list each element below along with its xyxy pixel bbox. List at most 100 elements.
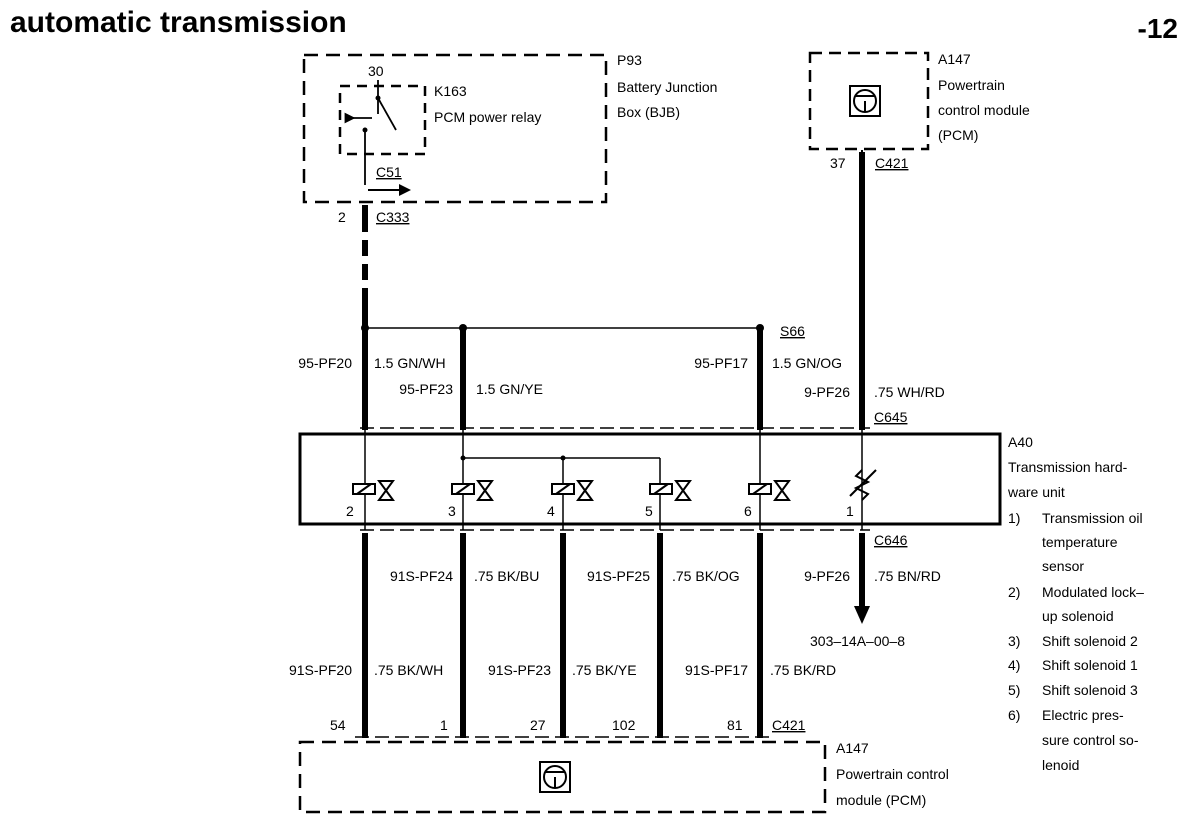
connector-c646: C646	[874, 532, 908, 548]
wire-spec-95-PF20: 1.5 GN/WH	[374, 355, 446, 371]
pcm-top-line3: (PCM)	[938, 127, 978, 143]
solenoid-pin5-icon	[649, 480, 692, 501]
wire-label-91S-PF24: 91S-PF24	[390, 568, 453, 584]
wire-spec-95-PF17: 1.5 GN/OG	[772, 355, 842, 371]
bjb-name-line2: Box (BJB)	[617, 104, 680, 120]
splice-node-1	[361, 324, 369, 332]
wire-spec-91S-PF17: .75 BK/RD	[770, 662, 836, 678]
relay-name: PCM power relay	[434, 109, 541, 125]
ground-arrow-icon	[854, 606, 870, 624]
pcm-top-pin: 37	[830, 155, 846, 171]
legend-num-5: 5)	[1008, 682, 1020, 698]
thu-box	[298, 432, 1002, 526]
wire-label-95-PF17: 95-PF17	[694, 355, 748, 371]
thu-bus-node-2	[560, 455, 566, 461]
thu-pin-3: 3	[448, 503, 456, 519]
wire-label-91S-PF20: 91S-PF20	[289, 662, 352, 678]
pcm-bottom-steering-icon	[539, 761, 571, 793]
legend-num-2: 2)	[1008, 584, 1020, 600]
pcm-top-box	[808, 51, 930, 151]
thu-ref: A40	[1008, 434, 1033, 450]
pcm-bottom-line1: Powertrain control	[836, 766, 949, 782]
page-number: -12	[1138, 13, 1178, 44]
page-title: automatic transmission	[10, 6, 347, 39]
solenoid-pin3-icon	[451, 480, 494, 501]
thu-pin-5: 5	[645, 503, 653, 519]
legend-4-line1: Shift solenoid 1	[1042, 657, 1138, 673]
pcm-bottom-box	[298, 740, 827, 814]
wire-spec-91S-PF25: .75 BK/OG	[672, 568, 740, 584]
legend-2-line1: Modulated lock–	[1042, 584, 1144, 600]
relay-contact-lower	[362, 127, 368, 133]
legend-2-line2: up solenoid	[1042, 608, 1114, 624]
pcm-top-steering-icon	[849, 85, 881, 117]
thu-line2: ware unit	[1007, 484, 1065, 500]
legend-3-line1: Shift solenoid 2	[1042, 633, 1138, 649]
pcm-top-ref: A147	[938, 51, 971, 67]
solenoid-pin4-icon	[551, 480, 594, 501]
wire-spec-91S-PF20: .75 BK/WH	[374, 662, 443, 678]
thu-pin-2: 2	[346, 503, 354, 519]
wire-spec-9-PF26-upper: .75 WH/RD	[874, 384, 945, 400]
temp-sensor-icon	[849, 469, 877, 501]
wire-spec-9-PF26-lower: .75 BN/RD	[874, 568, 941, 584]
connector-c51: C51	[376, 164, 402, 180]
pcm-bottom-pin-27: 27	[530, 717, 546, 733]
relay-box	[338, 84, 427, 156]
splice-node-3	[756, 324, 764, 332]
relay-contact	[375, 95, 381, 101]
splice-node-2	[459, 324, 467, 332]
wire-label-91S-PF25: 91S-PF25	[587, 568, 650, 584]
wire-label-9-PF26-upper: 9-PF26	[804, 384, 850, 400]
wire-spec-91S-PF23: .75 BK/YE	[572, 662, 637, 678]
legend-num-3: 3)	[1008, 633, 1020, 649]
bjb-pin: 2	[338, 209, 346, 225]
legend-num-1: 1)	[1008, 510, 1020, 526]
pcm-top-line2: control module	[938, 102, 1030, 118]
solenoid-pin2-icon	[352, 480, 395, 501]
wire-label-91S-PF17: 91S-PF17	[685, 662, 748, 678]
pcm-bottom-connector: C421	[772, 717, 806, 733]
connector-c645: C645	[874, 409, 908, 425]
bjb-name-line1: Battery Junction	[617, 79, 717, 95]
solenoid-pin6-icon	[748, 480, 791, 501]
bjb-box	[302, 53, 608, 204]
wire-label-95-PF23: 95-PF23	[399, 381, 453, 397]
wire-label-91S-PF23: 91S-PF23	[488, 662, 551, 678]
thu-pin-1: 1	[846, 503, 854, 519]
legend: 1) Transmission oil temperature sensor 2…	[1008, 510, 1144, 773]
connector-c333: C333	[376, 209, 410, 225]
legend-6-line2: sure control so-	[1042, 732, 1139, 748]
legend-num-6: 6)	[1008, 707, 1020, 723]
ground-ref: 303–14A–00–8	[810, 633, 905, 649]
wire-label-95-PF20: 95-PF20	[298, 355, 352, 371]
pcm-bottom-pin-54: 54	[330, 717, 346, 733]
wire-spec-95-PF23: 1.5 GN/YE	[476, 381, 543, 397]
relay-ref: K163	[434, 83, 467, 99]
legend-5-line1: Shift solenoid 3	[1042, 682, 1138, 698]
thu-pin-4: 4	[547, 503, 555, 519]
relay-switch-symbol	[344, 80, 397, 185]
pcm-bottom-pin-102: 102	[612, 717, 636, 733]
bjb-ref: P93	[617, 52, 642, 68]
pcm-bottom-line2: module (PCM)	[836, 792, 926, 808]
pcm-top-connector: C421	[875, 155, 909, 171]
legend-6-line3: lenoid	[1042, 757, 1079, 773]
legend-1-line3: sensor	[1042, 558, 1084, 574]
pcm-bottom-pin-81: 81	[727, 717, 743, 733]
thu-pin-6: 6	[744, 503, 752, 519]
pcm-bottom-pin-1: 1	[440, 717, 448, 733]
relay-terminal-30: 30	[368, 63, 384, 79]
thu-line1: Transmission hard-	[1008, 459, 1128, 475]
splice-label: S66	[780, 323, 805, 339]
thu-bus-node-1	[460, 455, 466, 461]
legend-num-4: 4)	[1008, 657, 1020, 673]
legend-1-line1: Transmission oil	[1042, 510, 1143, 526]
legend-6-line1: Electric pres-	[1042, 707, 1124, 723]
pcm-top-line1: Powertrain	[938, 77, 1005, 93]
legend-1-line2: temperature	[1042, 534, 1118, 550]
wire-spec-91S-PF24: .75 BK/BU	[474, 568, 539, 584]
wire-label-9-PF26-lower: 9-PF26	[804, 568, 850, 584]
